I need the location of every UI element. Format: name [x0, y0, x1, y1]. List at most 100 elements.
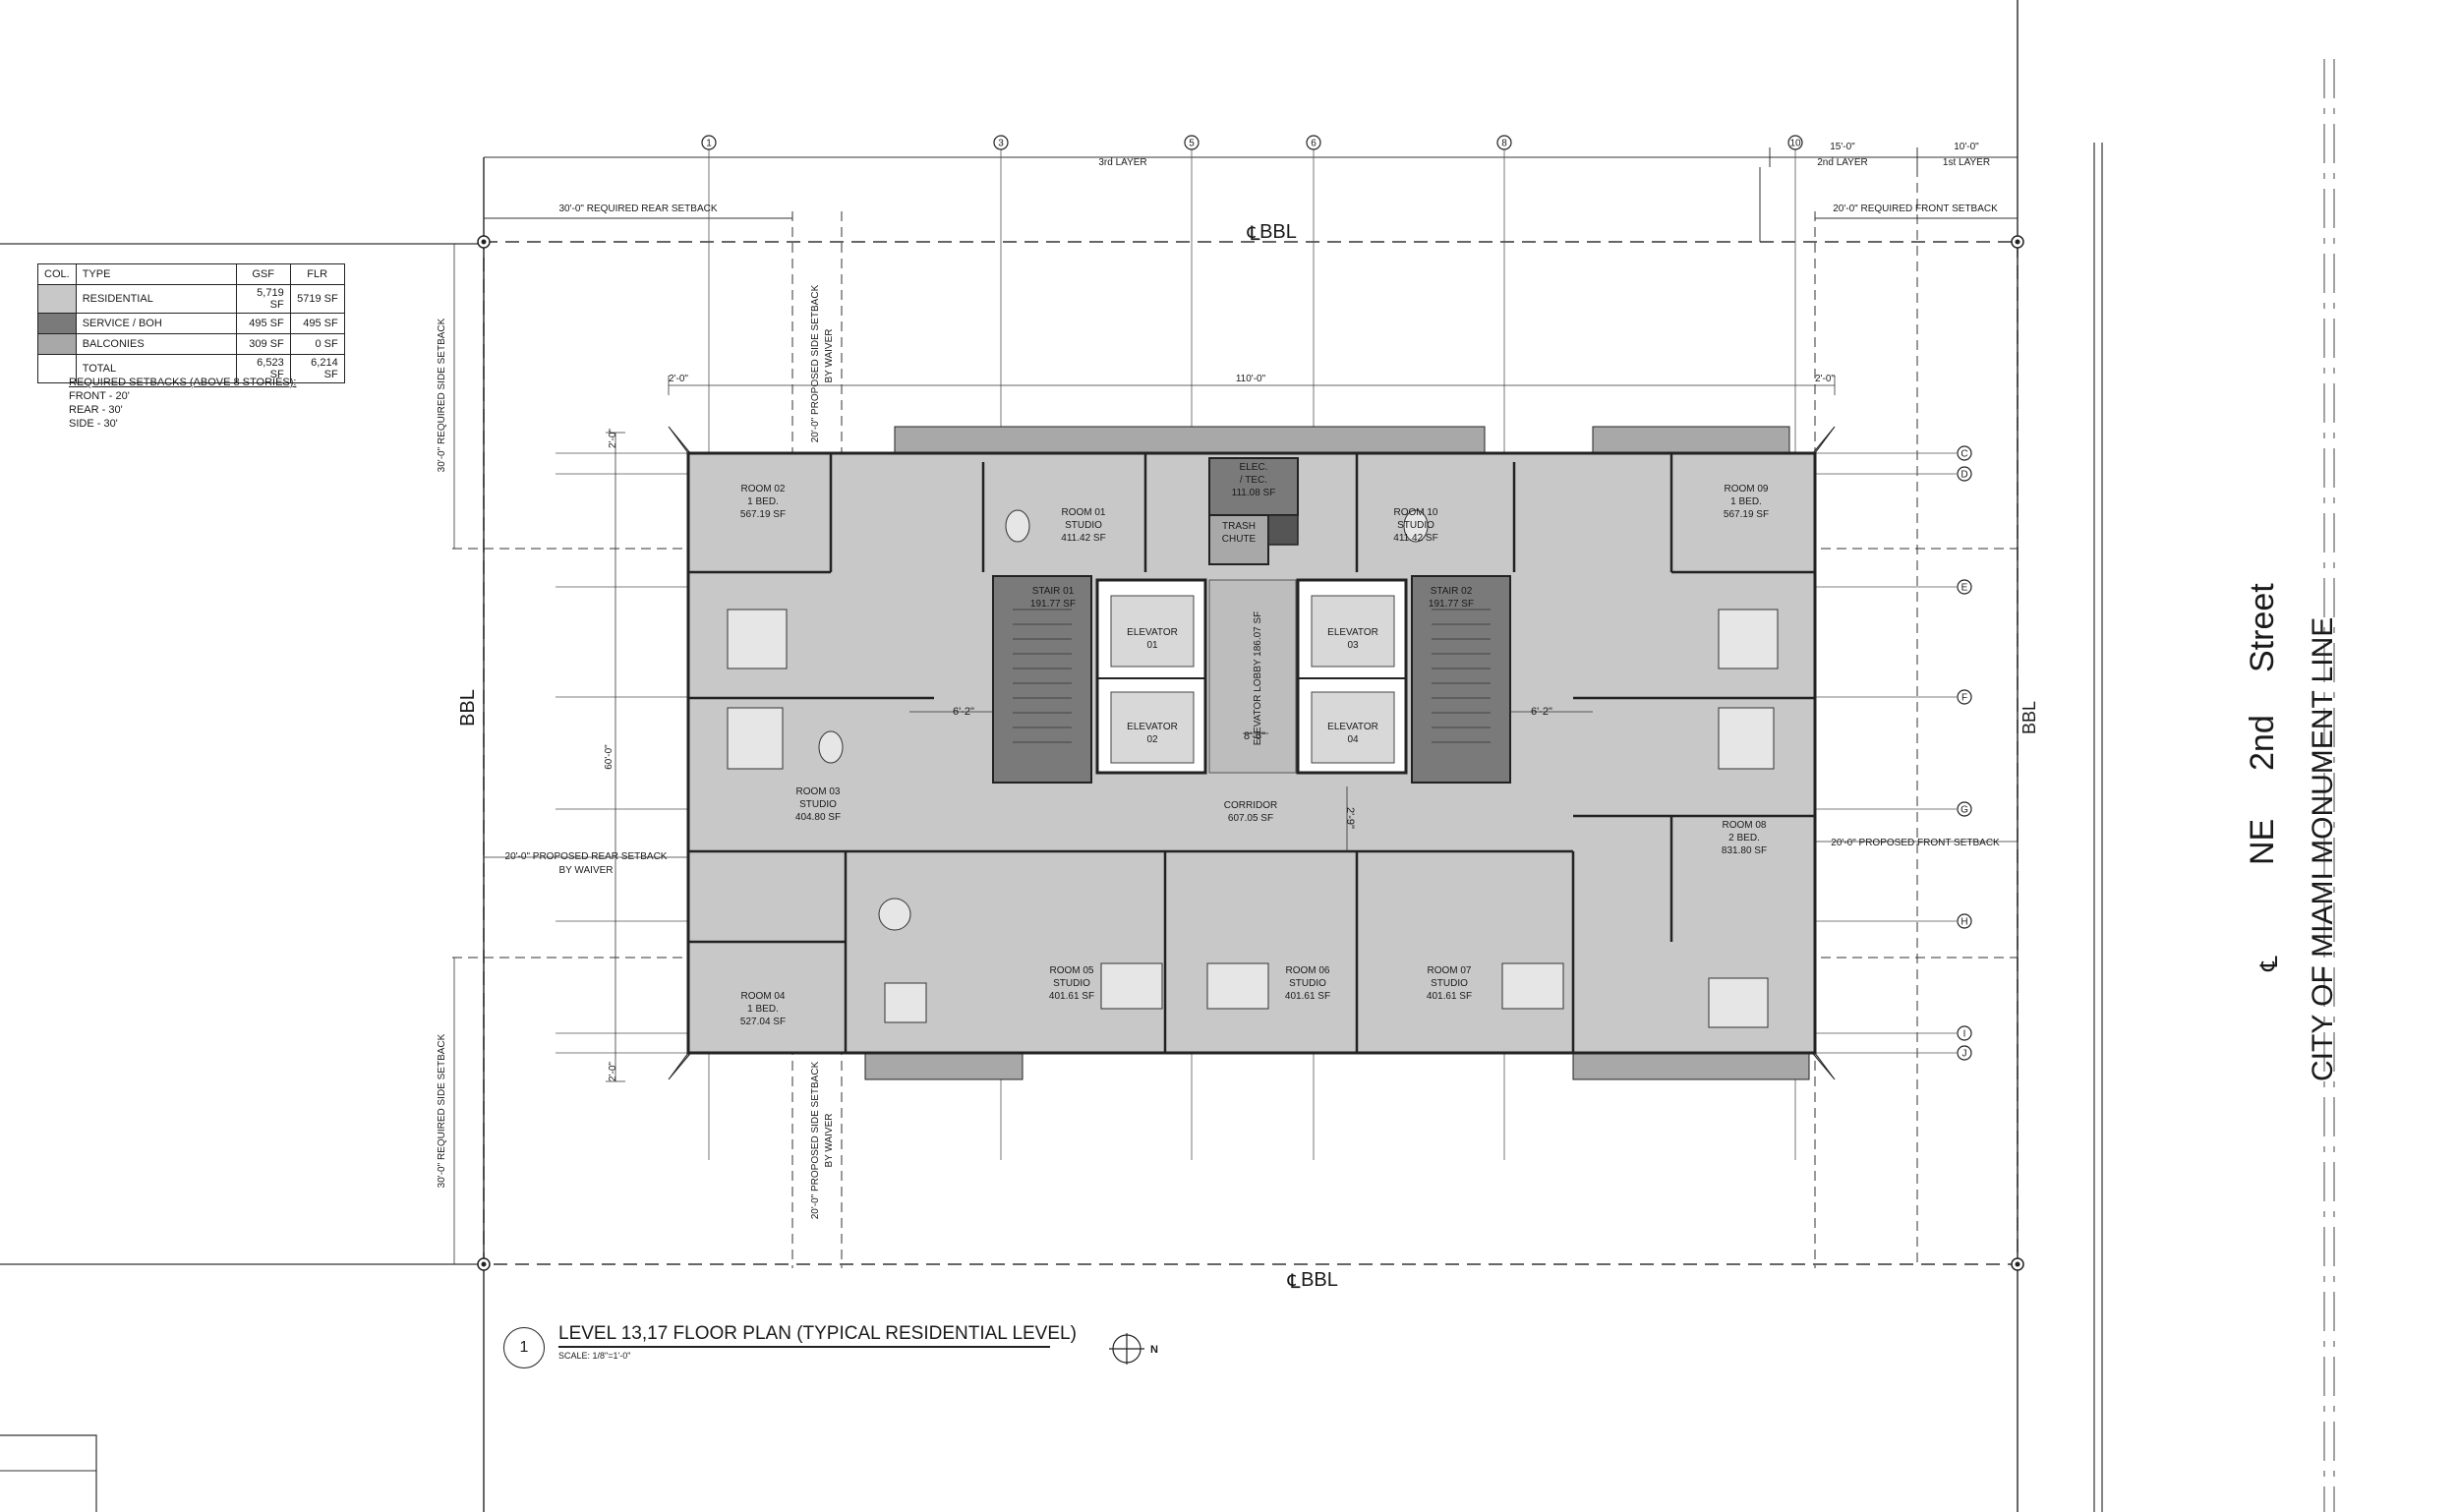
grid-bubble-G-circle	[1957, 801, 1972, 817]
setback-rear: REAR - 30'	[69, 404, 123, 416]
legend-header-gsf: GSF	[235, 263, 291, 285]
legend-gsf: 495 SF	[235, 313, 291, 334]
dim-front-required-setback: 20'-0" REQUIRED FRONT SETBACK	[1833, 204, 1998, 214]
dim-rear-proposed-setback: 20'-0" PROPOSED REAR SETBACK	[505, 851, 668, 862]
grid-bubble-6: 6	[1311, 139, 1317, 149]
grid-bubble-5: 5	[1189, 139, 1195, 149]
room-type: 1 BED.	[1730, 496, 1762, 507]
dim-2ft-left: 2'-0"	[669, 374, 688, 384]
dim-rear-required-setback: 30'-0" REQUIRED REAR SETBACK	[558, 204, 717, 214]
legend-header-col: COL.	[37, 263, 77, 285]
bbl-label-right: BBL	[2019, 701, 2039, 734]
room-type: 1 BED.	[747, 496, 779, 507]
room-type: STUDIO	[799, 799, 837, 810]
room-name: ROOM 05	[1049, 965, 1093, 976]
room-label-15: ROOM 082 BED.831.80 SF	[1722, 820, 1767, 856]
room-name: ROOM 09	[1724, 484, 1768, 494]
street-name-street: Street	[2244, 583, 2281, 672]
room-type: STUDIO	[1397, 520, 1434, 531]
building-floor-plate	[668, 426, 1836, 1080]
dim-side-proposed-setback-top: 20'-0" PROPOSED SIDE SETBACK	[810, 284, 821, 442]
grid-bubble-6-circle	[1306, 135, 1321, 150]
street-name-2nd: 2nd	[2244, 715, 2281, 771]
drawing-number: 1	[503, 1327, 545, 1368]
north-arrow-icon: N	[1109, 1333, 1158, 1365]
room-type: STUDIO	[1289, 978, 1326, 989]
dim-building-depth: 60'-0"	[604, 744, 614, 770]
room-label-16: ROOM 041 BED.527.04 SF	[740, 991, 786, 1027]
setback-front: FRONT - 20'	[69, 390, 130, 402]
room-name: ROOM 06	[1285, 965, 1329, 976]
room-area: 404.80 SF	[795, 812, 841, 823]
room-label-0: ROOM 02 1 BED. 567.19 SF	[740, 484, 786, 520]
room-name: ELEVATOR	[1327, 722, 1378, 732]
room-name: ROOM 07	[1427, 965, 1471, 976]
room-area: 567.19 SF	[740, 509, 786, 520]
property-line-bbl	[483, 241, 2019, 1265]
grid-bubble-F-circle	[1957, 689, 1972, 705]
room-area: 567.19 SF	[1724, 509, 1769, 520]
grid-bubble-10-circle	[1787, 135, 1803, 150]
top-dimensions	[484, 147, 2018, 242]
dim-by-waiver-top: BY WAIVER	[824, 328, 835, 382]
grid-bubble-J: J	[1962, 1049, 1967, 1060]
grid-bubble-C-circle	[1957, 445, 1972, 461]
dim-front-proposed-setback: 20'-0" PROPOSED FRONT SETBACK	[1831, 838, 2000, 848]
property-line-symbol-top: ℄	[1247, 223, 1260, 245]
drawing-title: LEVEL 13,17 FLOOR PLAN (TYPICAL RESIDENT…	[558, 1323, 1077, 1348]
dim-2ft-top: 2'-0"	[608, 429, 618, 448]
room-name: ROOM 04	[740, 991, 785, 1002]
area-legend-table: COL. TYPE GSF FLR RESIDENTIAL 5,719 SF 5…	[37, 263, 345, 383]
room-type: 607.05 SF	[1228, 813, 1273, 824]
legend-header-type: TYPE	[75, 263, 237, 285]
grid-bubble-1-circle	[701, 135, 717, 150]
room-type: STUDIO	[1431, 978, 1468, 989]
room-name: ROOM 02	[740, 484, 785, 494]
dim-2-9: 2'-9"	[1344, 807, 1356, 829]
dim-3rd-layer: 3rd LAYER	[1098, 157, 1146, 168]
room-name: ELEVATOR LOBBY 186.07 SF	[1253, 611, 1263, 746]
legend-header-row: COL. TYPE GSF FLR	[37, 263, 345, 285]
room-area: 401.61 SF	[1049, 991, 1094, 1002]
legend-flr: 495 SF	[289, 313, 345, 334]
grid-bubble-D: D	[1961, 470, 1967, 481]
room-label-12: ELEVATOR LOBBY 186.07 SF	[1253, 611, 1263, 746]
room-name: ELEVATOR	[1127, 722, 1178, 732]
room-name: ELEC.	[1240, 462, 1268, 473]
bbl-label-top: BBL	[1259, 221, 1297, 243]
legend-gsf: 5,719 SF	[235, 284, 291, 314]
room-name: ROOM 08	[1722, 820, 1766, 831]
grid-bubble-F: F	[1961, 693, 1967, 704]
drawing-scale: SCALE: 1/8"=1'-0"	[558, 1351, 631, 1361]
dim-6-2-left: 6'-2"	[953, 706, 974, 718]
room-type: 01	[1146, 640, 1158, 651]
dim-2ft-right: 2'-0"	[1815, 374, 1835, 384]
interior-dimension-marks	[453, 244, 2018, 1264]
grid-bubble-G: G	[1961, 805, 1968, 816]
legend-flr: 5719 SF	[289, 284, 345, 314]
room-type: 191.77 SF	[1030, 599, 1076, 610]
legend-gsf: 309 SF	[235, 333, 291, 355]
room-type: STUDIO	[1053, 978, 1090, 989]
legend-header-flr: FLR	[289, 263, 345, 285]
room-label-2: ELEC./ TEC.111.08 SF	[1232, 462, 1276, 498]
room-type: / TEC.	[1240, 475, 1267, 486]
legend-swatch-total	[37, 354, 77, 383]
legend-swatch-service	[37, 313, 77, 334]
legend-swatch-balconies	[37, 333, 77, 355]
grid-bubble-C: C	[1961, 449, 1967, 460]
grid-bubble-E: E	[1961, 583, 1968, 594]
grid-bubble-8: 8	[1501, 139, 1507, 149]
room-type: 2 BED.	[1728, 833, 1760, 843]
